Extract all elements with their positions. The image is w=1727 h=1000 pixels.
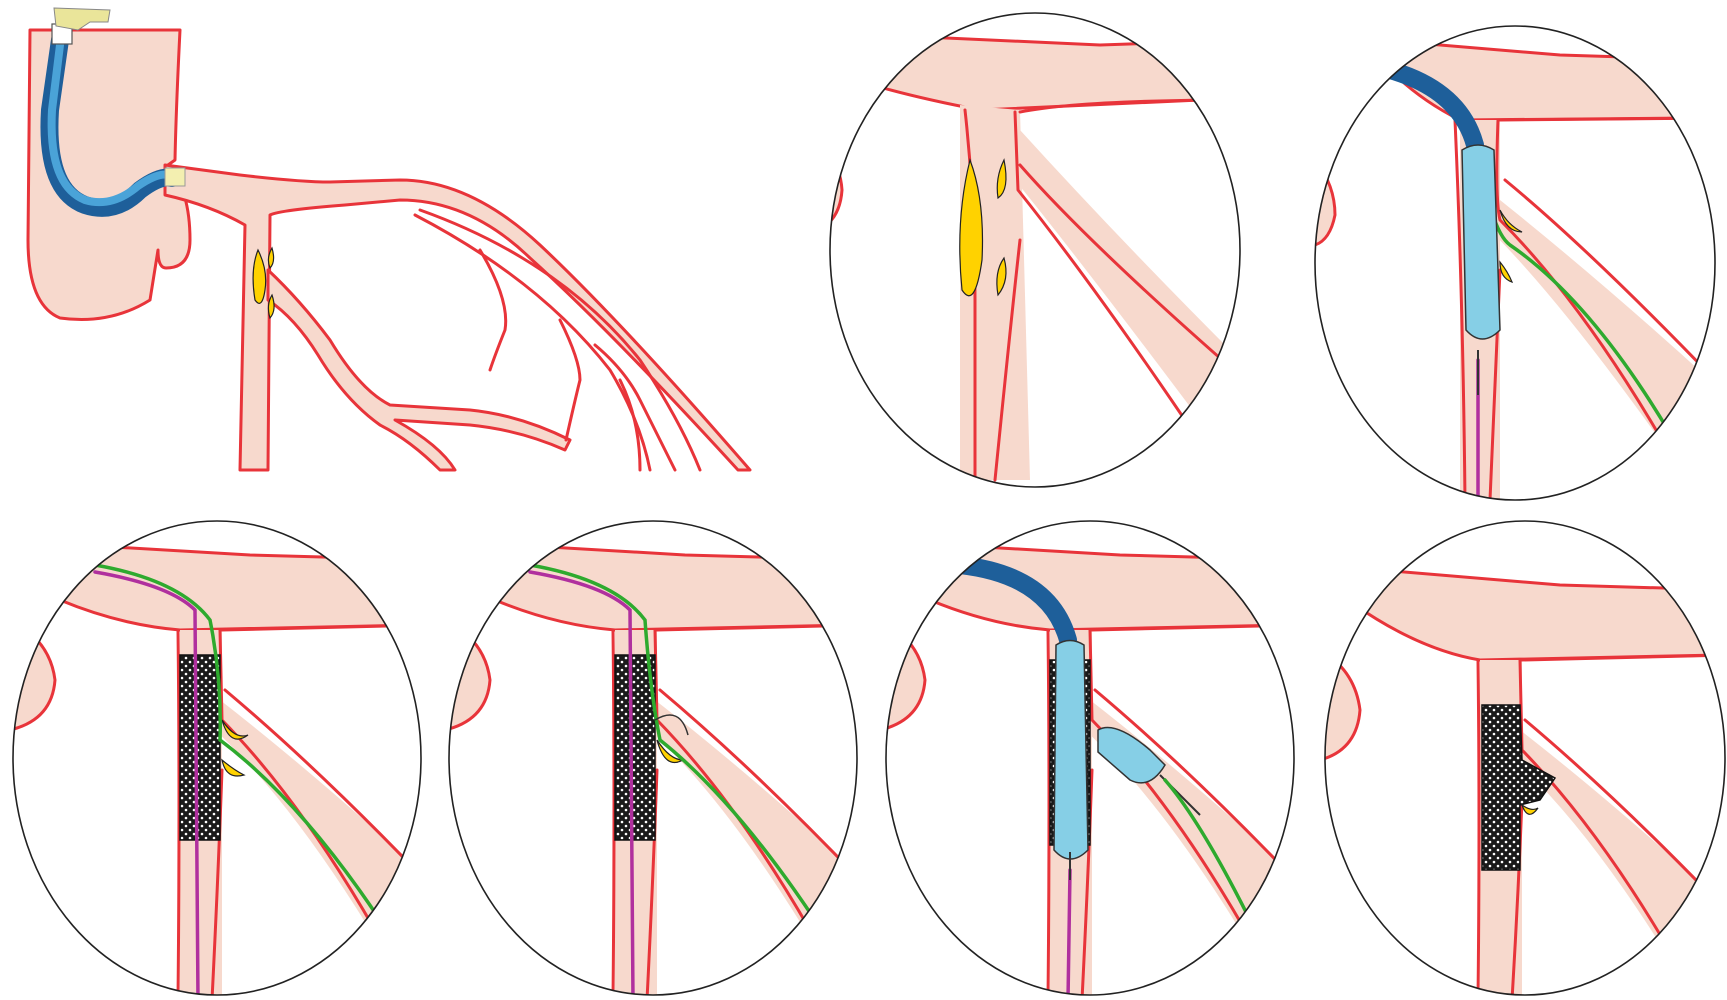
- diagonal-branch-4: [560, 320, 580, 440]
- panel-stent-jailed-wire: [10, 520, 430, 1000]
- stent-icon: [180, 655, 220, 840]
- diagonal-branch-1: [420, 210, 700, 470]
- balloon-icon: [1462, 145, 1500, 339]
- panel-predilation: [1310, 20, 1727, 510]
- overview-panel: [28, 8, 750, 470]
- stent-icon: [615, 655, 655, 840]
- guidewire-icon: [1068, 870, 1070, 1000]
- diagonal-branch-6: [595, 345, 675, 470]
- panel-wire-recrossed: [445, 520, 865, 1000]
- balloon-icon: [1054, 641, 1088, 860]
- catheter-connector: [54, 8, 110, 30]
- panel-lesion: [818, 0, 1260, 500]
- panel-kissing-balloons: [880, 520, 1300, 1000]
- panel-final-result: [1320, 520, 1727, 1000]
- catheter-tip: [165, 168, 185, 186]
- side-branch-vessel: [268, 270, 570, 470]
